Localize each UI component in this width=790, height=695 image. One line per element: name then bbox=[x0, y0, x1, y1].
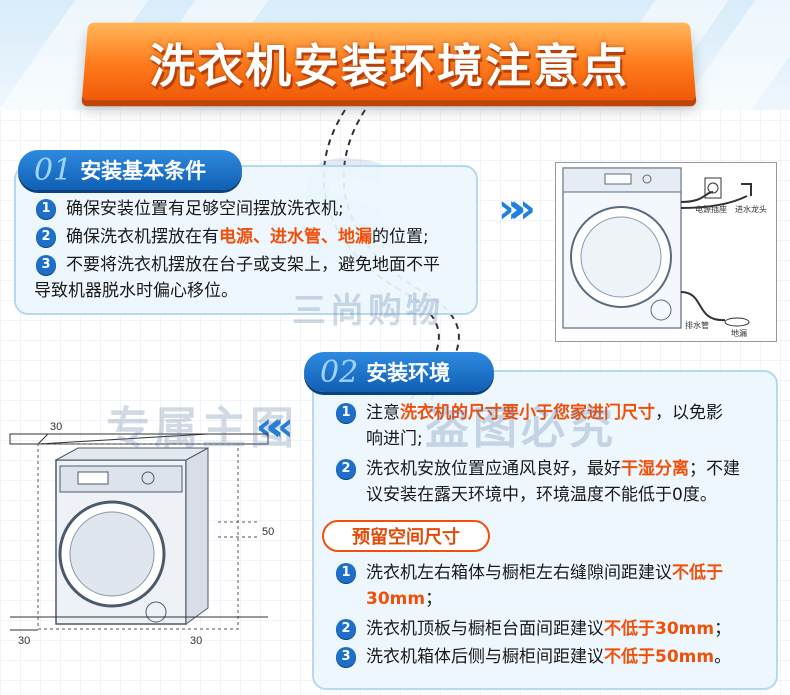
item-text: 确保安装位置有足够空间摆放洗衣机; bbox=[66, 199, 344, 219]
section1-item-2: 2 确保洗衣机摆放在有电源、进水管、地漏的位置; bbox=[36, 224, 429, 250]
section2-item-2: 2 洗衣机安放位置应通风良好，最好干湿分离；不建 议安装在露天环境中，环境温度不… bbox=[336, 456, 740, 508]
item-highlight: 30mm bbox=[366, 589, 426, 609]
section1-header: 01 安装基本条件 bbox=[18, 150, 242, 190]
dim-top: 30 bbox=[50, 421, 62, 433]
item-highlight: 不低于30mm bbox=[604, 619, 715, 639]
item-number-badge: 1 bbox=[336, 563, 356, 583]
item-text-cont: 议安装在露天环境中，环境温度不能低于0度。 bbox=[366, 485, 717, 505]
watermark-text: 盗图必究 bbox=[425, 403, 617, 454]
item-number-badge: 2 bbox=[36, 227, 56, 247]
dim-back: 50 bbox=[262, 526, 274, 538]
label-drain-pipe: 排水管 bbox=[685, 320, 709, 330]
cabinet-clearance-diagram: 50 30 30 30 bbox=[9, 421, 274, 647]
section2-title: 安装环境 bbox=[366, 361, 451, 385]
item-text: 确保洗衣机摆放在有 bbox=[66, 227, 219, 247]
item-text: 。 bbox=[714, 647, 732, 667]
label-tap: 进水龙头 bbox=[735, 204, 767, 214]
dim-left: 30 bbox=[18, 635, 30, 647]
item-highlight: 不低于50mm bbox=[604, 647, 715, 667]
item-text: ，以免影 bbox=[655, 403, 723, 423]
washer-connection-diagram: 电源插座 进水龙头 排水管 地漏 bbox=[555, 162, 777, 342]
item-text-cont: 响进门; bbox=[366, 429, 423, 449]
item-text: ；不建 bbox=[689, 459, 740, 479]
section1-card bbox=[14, 165, 478, 315]
item-text: 洗衣机安放位置应通风良好，最好 bbox=[366, 459, 621, 479]
label-power: 电源插座 bbox=[695, 204, 727, 214]
item-number-badge: 2 bbox=[336, 619, 356, 639]
space-item-2: 2 洗衣机顶板与橱柜台面间距建议不低于30mm； bbox=[336, 616, 731, 642]
item-highlight: 干湿分离 bbox=[621, 459, 689, 479]
dim-right: 30 bbox=[190, 635, 202, 647]
item-text: 洗衣机箱体后侧与橱柜间距建议 bbox=[366, 647, 604, 667]
item-text: 不要将洗衣机摆放在台子或支架上，避免地面不平 bbox=[66, 255, 440, 275]
section2-item-1: 1 注意洗衣机的尺寸要小于您家进门尺寸，以免影 响进门; bbox=[336, 400, 723, 452]
section1-item-3: 3 不要将洗衣机摆放在台子或支架上，避免地面不平 导致机器脱水时偏心移位。 bbox=[34, 252, 440, 304]
section1-title: 安装基本条件 bbox=[80, 159, 207, 183]
section2-number: 02 bbox=[320, 354, 359, 390]
item-text: 注意 bbox=[366, 403, 400, 423]
item-highlight: 电源、进水管、地漏 bbox=[219, 227, 372, 247]
item-number-badge: 3 bbox=[336, 647, 356, 667]
item-highlight: 洗衣机的尺寸要小于您家进门尺寸 bbox=[400, 403, 655, 423]
label-floor-drain: 地漏 bbox=[731, 328, 747, 338]
item-text: 洗衣机顶板与橱柜台面间距建议 bbox=[366, 619, 604, 639]
space-title-badge: 预留空间尺寸 bbox=[322, 520, 490, 552]
watermark-text: 专属主图 bbox=[106, 403, 298, 454]
item-text-cont: 导致机器脱水时偏心移位。 bbox=[34, 281, 238, 301]
page-title: 洗衣机安装环境注意点 bbox=[149, 39, 629, 93]
item-highlight: 不低于 bbox=[672, 563, 723, 583]
section1-number: 01 bbox=[34, 152, 73, 188]
item-text: ； bbox=[714, 619, 732, 639]
item-text: 洗衣机左右箱体与橱柜左右缝隙间距建议 bbox=[366, 563, 672, 583]
watermark-text: 三尚购物 bbox=[292, 291, 444, 331]
space-item-3: 3 洗衣机箱体后侧与橱柜间距建议不低于50mm。 bbox=[336, 644, 731, 670]
section1-item-1: 1 确保安装位置有足够空间摆放洗衣机; bbox=[36, 196, 344, 222]
section2-header: 02 安装环境 bbox=[304, 352, 494, 392]
chevron-right-icon: »» bbox=[498, 186, 536, 232]
item-text: 的位置; bbox=[372, 227, 429, 247]
space-item-1: 1 洗衣机左右箱体与橱柜左右缝隙间距建议不低于 30mm； bbox=[336, 560, 723, 612]
item-number-badge: 3 bbox=[36, 255, 56, 275]
item-number-badge: 1 bbox=[36, 199, 56, 219]
item-text: ； bbox=[425, 589, 443, 609]
item-number-badge: 1 bbox=[336, 403, 356, 423]
item-number-badge: 2 bbox=[336, 459, 356, 479]
